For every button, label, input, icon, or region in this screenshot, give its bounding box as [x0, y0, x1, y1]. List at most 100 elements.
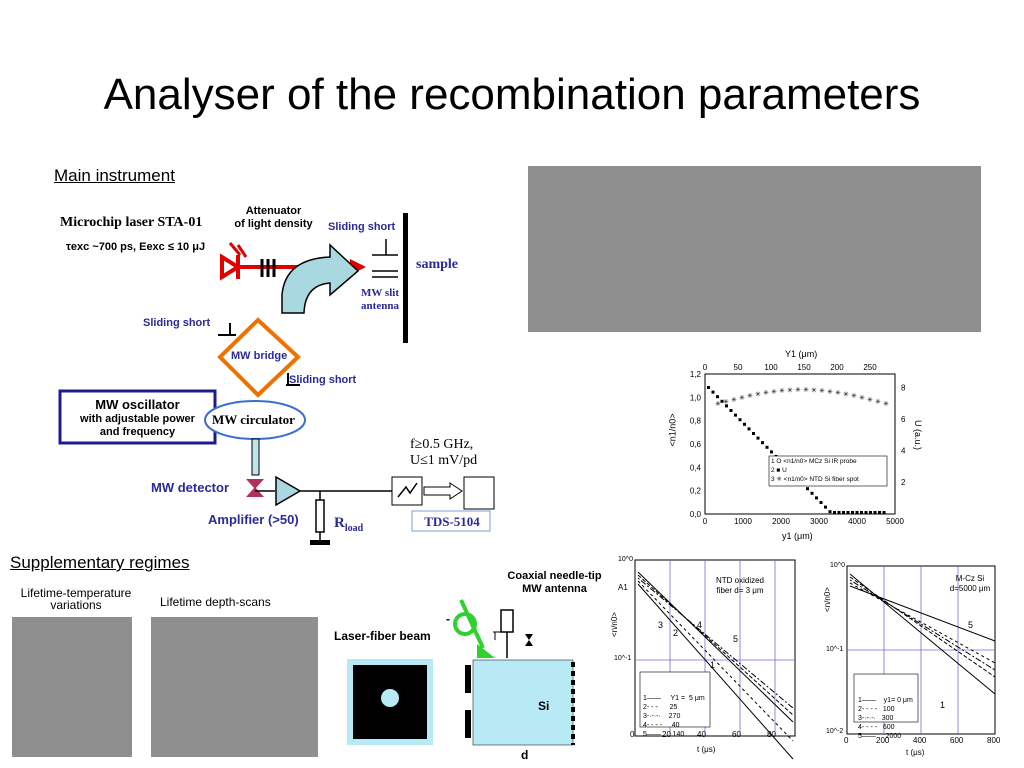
laser-fiber-label: Laser-fiber beam — [334, 629, 431, 643]
curve-label-5: 5 — [733, 634, 739, 644]
data-point — [810, 491, 814, 495]
left-chart-y-label: <n/n0> — [609, 612, 619, 637]
bottom-tick-label: 1000 — [734, 517, 752, 526]
data-point: ✳ — [795, 386, 801, 394]
left-chart-x-label: t (μs) — [697, 745, 716, 754]
data-point — [851, 511, 854, 514]
data-point: ✳ — [827, 388, 833, 396]
supplementary-heading: Supplementary regimes — [10, 553, 190, 572]
chart-decay-mcz — [846, 565, 996, 735]
curve-label-1: 1 — [940, 700, 946, 710]
left-chart-ytick-1: 10^-1 — [614, 655, 632, 662]
data-point: ✳ — [739, 394, 745, 402]
decay-curve — [849, 573, 996, 695]
decay-curve — [849, 582, 996, 664]
data-point — [819, 501, 823, 504]
right-chart-x-label: t (μs) — [906, 748, 925, 757]
data-point: ✳ — [883, 400, 889, 408]
decay-curve — [637, 583, 794, 760]
decay-curve — [637, 577, 794, 709]
a1-label: A1 — [618, 583, 628, 592]
y-tick-label: 1,0 — [690, 393, 702, 402]
data-point: ✳ — [771, 388, 777, 396]
mw-bridge-diamond — [217, 317, 301, 398]
bottom-tick-label: 0 — [703, 517, 708, 526]
rload-resistor — [315, 499, 325, 533]
left-chart-ytick-0: 10^0 — [618, 556, 633, 563]
sample-label: sample — [416, 257, 458, 272]
data-point — [806, 487, 809, 491]
amplifier-label: Amplifier (>50) — [208, 512, 299, 527]
mw-bridge-label: MW bridge — [231, 350, 288, 362]
laser-label: Microchip laser STA-01 — [60, 215, 203, 230]
fiber-probe-icon — [453, 599, 485, 649]
depth-scan-photo — [151, 617, 318, 757]
mw-detector-label: MW detector — [151, 480, 229, 495]
bottom-axis-label: y1 (μm) — [782, 531, 813, 541]
sliding-short-1: Sliding short — [328, 221, 396, 233]
bottom-tick-label: 4000 — [848, 517, 866, 526]
top-axis-label: Y1 (μm) — [785, 349, 818, 359]
y-tick-label: 1,2 — [690, 370, 702, 379]
data-point: ✳ — [803, 386, 809, 394]
data-point — [734, 413, 737, 417]
chart-decay-ntd — [634, 559, 796, 760]
data-point: ✳ — [755, 390, 761, 398]
data-point: ✳ — [747, 392, 753, 400]
data-point — [864, 511, 868, 514]
data-point — [725, 404, 728, 408]
data-point — [833, 511, 836, 514]
data-point: ✳ — [763, 389, 769, 397]
data-point — [729, 409, 733, 412]
mw-oscillator-box — [58, 389, 217, 445]
curve-label-5: 5 — [968, 620, 974, 630]
si-block — [472, 659, 574, 746]
data-point — [828, 510, 832, 514]
data-point — [837, 511, 841, 514]
decay-curve — [637, 580, 794, 742]
data-point — [707, 386, 710, 389]
thickness-label: d — [521, 748, 529, 762]
mw-circulator-label: MW circulator — [212, 412, 295, 427]
data-point: ✳ — [819, 387, 825, 395]
data-point: ✳ — [867, 396, 873, 404]
waveguide-bend — [281, 243, 360, 314]
attenuator-icon — [260, 259, 276, 277]
right-chart-y-label: <n/n0> — [822, 587, 832, 612]
main-instrument-heading: Main instrument — [54, 166, 175, 185]
data-point — [873, 511, 877, 514]
data-point: ✳ — [843, 390, 849, 398]
top-tick-label: 200 — [830, 363, 844, 372]
top-tick-label: 50 — [734, 363, 743, 372]
data-point: ✳ — [779, 387, 785, 395]
decay-curve — [637, 574, 794, 716]
temperature-setup-photo — [12, 617, 132, 757]
curve-label-3: 3 — [658, 620, 664, 630]
data-point — [761, 441, 764, 445]
data-point — [716, 395, 719, 399]
sample-plate — [403, 213, 408, 343]
right-chart-ytick-0: 10^0 — [830, 562, 845, 569]
data-point — [846, 511, 850, 514]
data-point — [855, 511, 859, 514]
y-tick-label: 0,6 — [690, 440, 702, 449]
data-point: ✳ — [811, 386, 817, 394]
decay-curve — [637, 571, 794, 723]
data-point: ✳ — [859, 394, 865, 402]
instrument-photo — [528, 166, 981, 332]
bottom-tick-label: 3000 — [810, 517, 828, 526]
data-point — [882, 511, 886, 514]
right-axis-label: U (a.u.) — [913, 419, 924, 451]
data-point: ✳ — [723, 398, 729, 406]
curve-label-2: 2 — [673, 628, 679, 638]
bottom-tick-label: 5000 — [886, 517, 904, 526]
data-point: ✳ — [851, 392, 857, 400]
y-tick-label: 0,4 — [690, 463, 702, 472]
mw-oscillator-label: MW oscillator with adjustable power and … — [80, 397, 195, 438]
